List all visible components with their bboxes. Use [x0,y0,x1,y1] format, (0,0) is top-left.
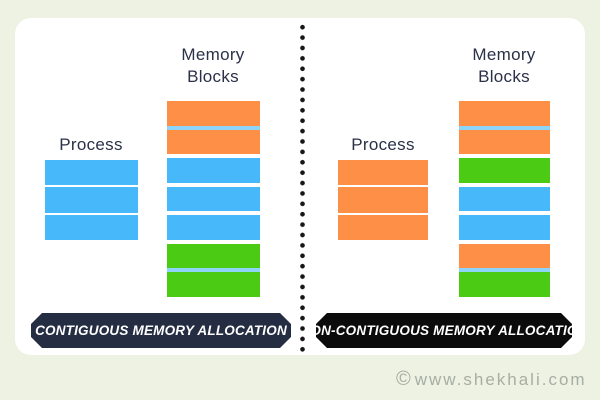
memory-block-separator [167,154,260,159]
dotted-divider-line [300,22,305,353]
memory-block-segment-orange [459,243,550,269]
non-contiguous-allocation-badge-label: NON-CONTIGUOUS MEMORY ALLOCATION [300,323,588,338]
process-segment-blue [45,187,138,213]
memory-block-separator [167,239,260,244]
memory-block-separator [459,154,550,159]
memory-block-segment-orange [459,101,550,126]
right-process-block [338,160,428,240]
memory-block-segment-green [459,158,550,183]
memory-block-separator [167,268,260,273]
process-segment-blue [45,160,138,186]
left-memory-blocks-label: Memory Blocks [181,45,245,86]
non-contiguous-allocation-badge: NON-CONTIGUOUS MEMORY ALLOCATION [316,313,572,348]
watermark-text: www.shekhali.com [414,369,587,389]
memory-block-segment-green [459,272,550,298]
memory-block-separator [167,211,260,216]
memory-block-separator [459,125,550,130]
memory-block-segment-orange [167,129,260,155]
memory-block-segment-orange [459,129,550,155]
memory-block-separator [167,125,260,130]
watermark: © www.shekhali.com [396,368,586,391]
memory-block-segment-blue [167,186,260,212]
memory-block-segment-blue [459,215,550,240]
contiguous-allocation-badge: CONTIGUOUS MEMORY ALLOCATION [31,313,291,348]
memory-block-segment-green [167,243,260,269]
contiguous-allocation-badge-label: CONTIGUOUS MEMORY ALLOCATION [35,323,287,338]
right-memory-blocks-label: Memory Blocks [472,45,536,86]
memory-block-segment-orange [167,101,260,126]
memory-block-separator [459,211,550,216]
memory-block-separator [459,268,550,273]
memory-block-segment-green [167,272,260,298]
memory-block-separator [459,239,550,244]
right-memory-blocks-column [459,101,550,298]
process-segment-blue [45,214,138,240]
process-segment-orange [338,160,428,186]
process-segment-orange [338,187,428,213]
process-segment-orange [338,214,428,240]
left-memory-blocks-column [167,101,260,298]
memory-block-segment-blue [167,158,260,183]
right-process-label: Process [351,135,415,154]
memory-block-separator [167,182,260,187]
left-process-label: Process [59,135,123,154]
left-process-block [45,160,138,240]
memory-block-separator [459,182,550,187]
copyright-icon: © [396,368,411,390]
memory-block-segment-blue [459,186,550,212]
memory-block-segment-blue [167,215,260,240]
